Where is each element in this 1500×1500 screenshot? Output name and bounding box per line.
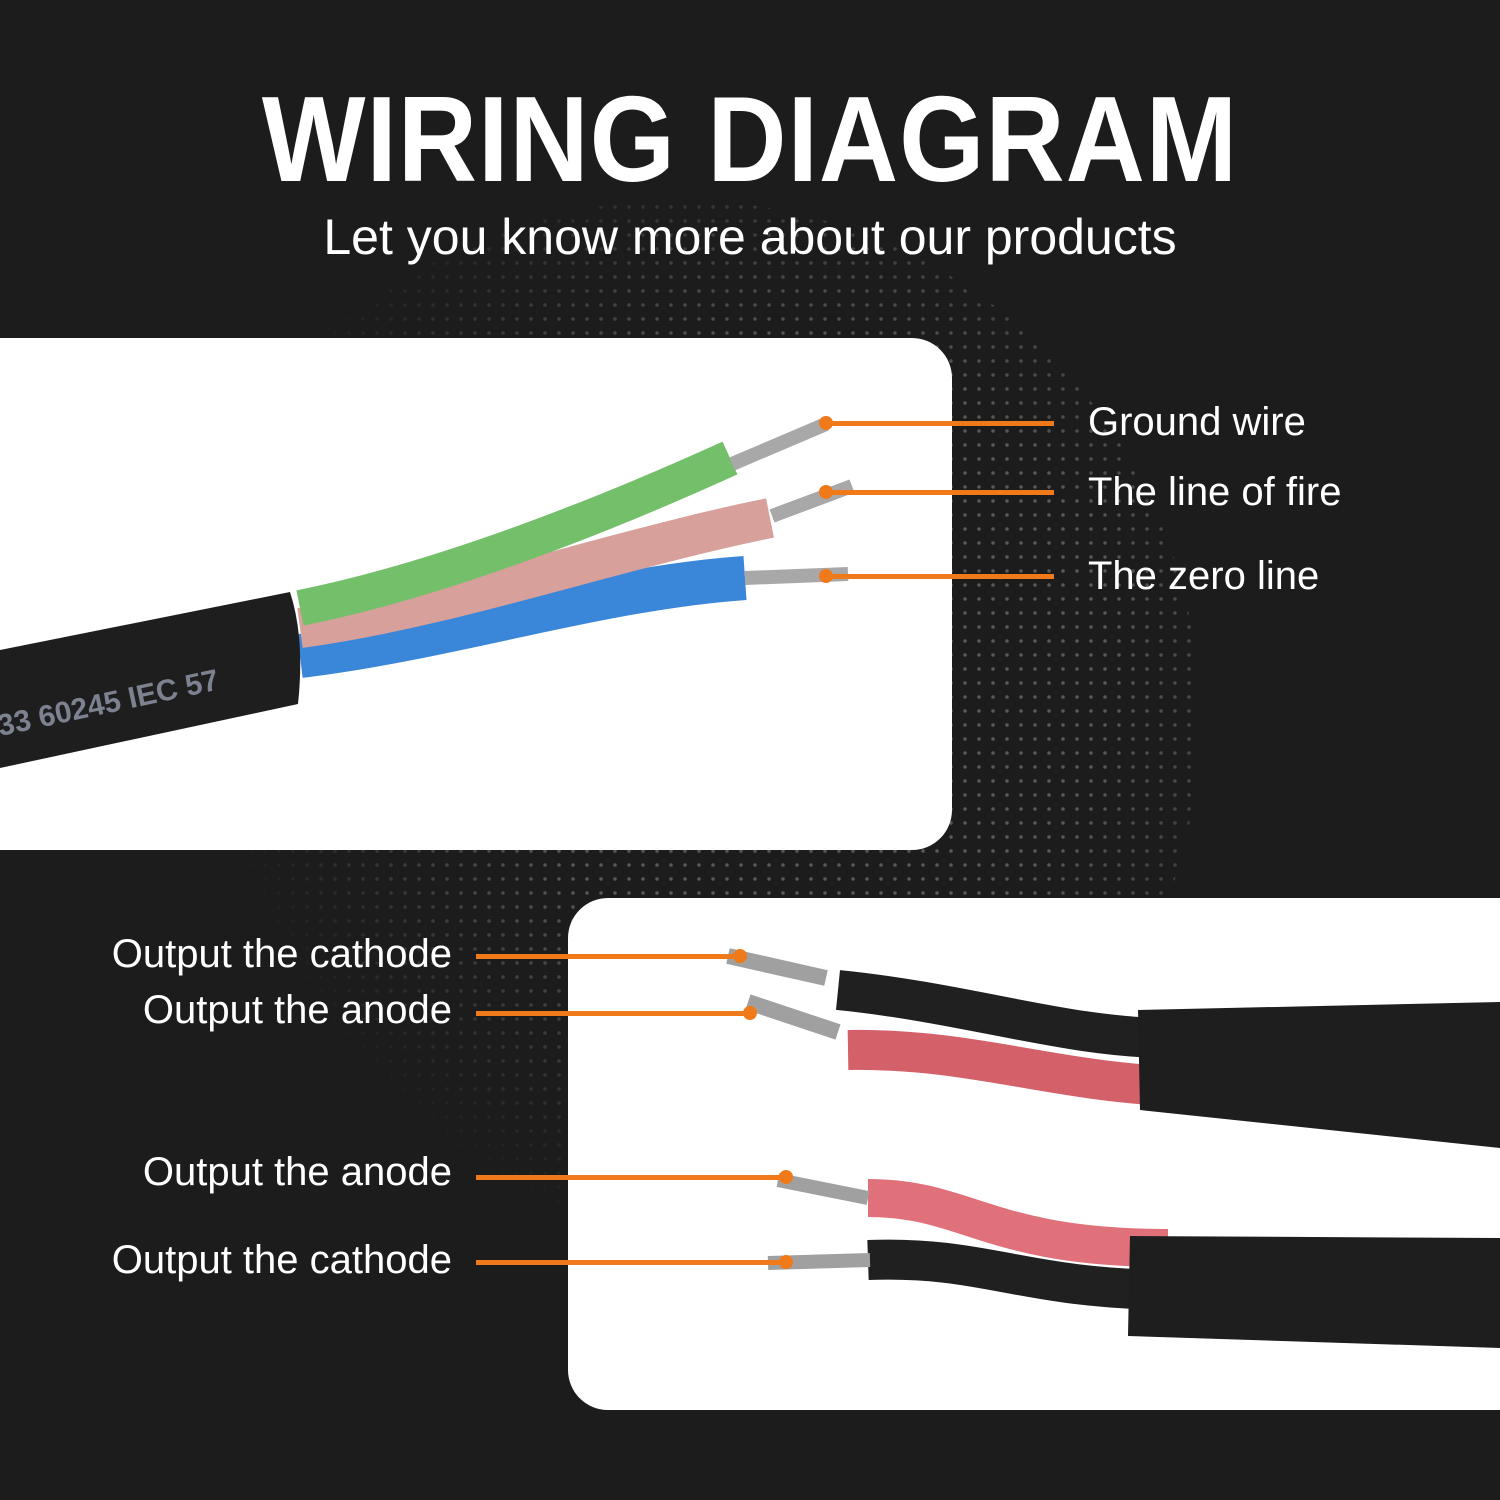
ground-wire-leader-line (826, 421, 1054, 426)
ground-wire-label: Ground wire (1088, 400, 1306, 444)
top-anode-label: Output the anode (142, 988, 452, 1032)
top-cathode-label: Output the cathode (111, 932, 452, 976)
line-of-fire-pointer-dot (819, 485, 833, 499)
bottom-cathode-leader-line (476, 1260, 786, 1265)
bottom-cathode-pointer-dot (779, 1255, 793, 1269)
two-core-cable-panel (568, 898, 1500, 1410)
top-anode-pointer-dot (743, 1006, 757, 1020)
bottom-anode-leader-line (476, 1175, 786, 1180)
three-core-cable-panel: 33 60245 IEC 57 (0, 338, 952, 850)
top-anode-leader-line (476, 1011, 748, 1016)
bottom-anode-pointer-dot (779, 1170, 793, 1184)
zero-line-leader-line (826, 574, 1054, 579)
three-core-cable-illustration: 33 60245 IEC 57 (0, 417, 855, 768)
two-core-cable-illustration (726, 948, 1500, 1348)
line-of-fire-leader-line (826, 490, 1054, 495)
bottom-anode-label: Output the anode (142, 1150, 452, 1194)
bottom-cathode-label: Output the cathode (111, 1238, 452, 1282)
line-of-fire-label: The line of fire (1088, 470, 1342, 514)
page-subtitle: Let you know more about our products (323, 209, 1177, 265)
top-cathode-leader-line (476, 954, 738, 959)
zero-line-label: The zero line (1088, 554, 1320, 598)
top-cathode-pointer-dot (733, 949, 747, 963)
zero-line-pointer-dot (819, 569, 833, 583)
ground-wire-pointer-dot (819, 416, 833, 430)
page-title: WIRING DIAGRAM (261, 71, 1239, 207)
